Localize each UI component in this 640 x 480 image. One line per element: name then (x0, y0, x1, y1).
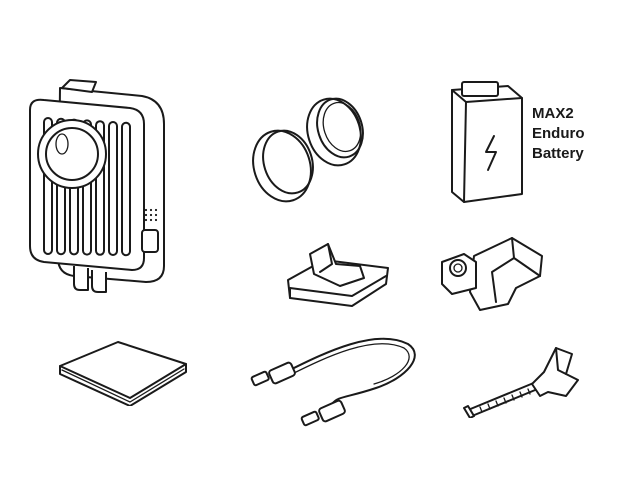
max2-camera-icon (29, 79, 165, 293)
usb-c-cable-icon (250, 337, 416, 427)
lens-cloth-pouch-icon (59, 341, 187, 406)
camera-fin (121, 121, 131, 257)
lens-caps-icon (252, 97, 364, 203)
battery-label-line-2: Enduro (532, 125, 585, 142)
battery-label-line-3: Battery (532, 145, 584, 162)
camera-fin (108, 121, 118, 256)
battery-label: MAX2 Enduro Battery (532, 104, 585, 164)
mounting-buckle-icon (441, 237, 543, 311)
battery-icon (451, 81, 523, 203)
thumb-screw-icon (463, 347, 579, 418)
curved-adhesive-mount-icon (287, 243, 389, 307)
battery-label-line-1: MAX2 (532, 105, 574, 122)
